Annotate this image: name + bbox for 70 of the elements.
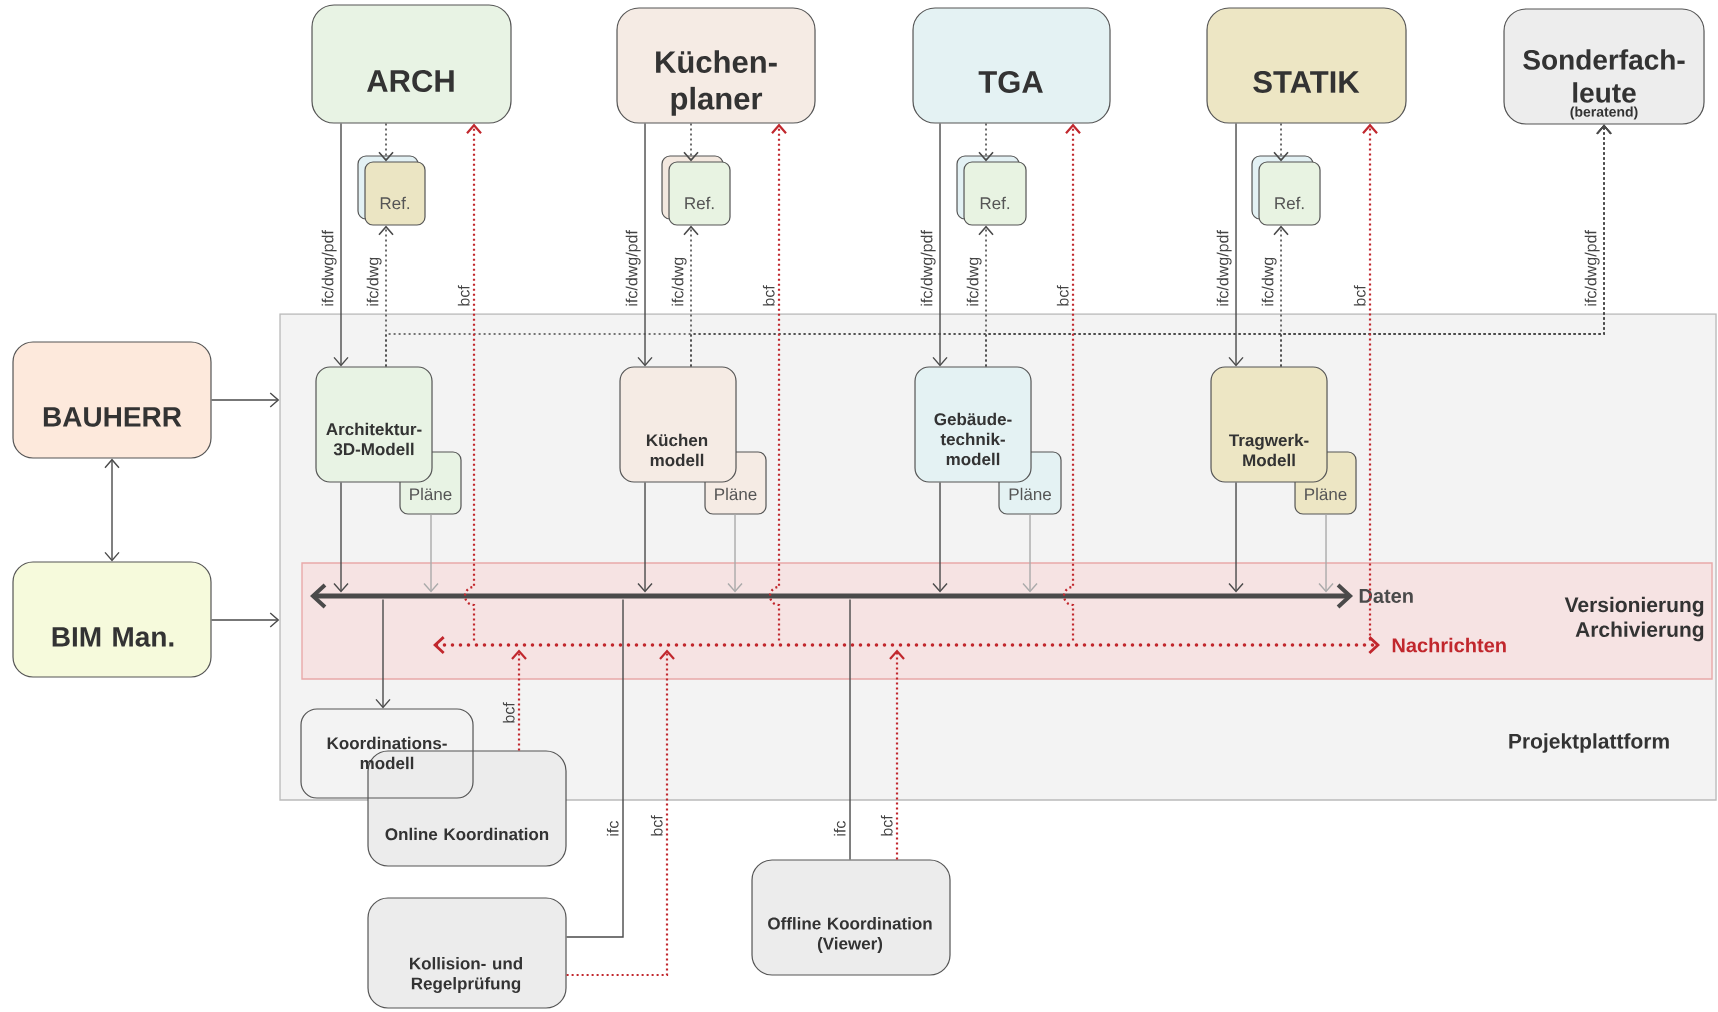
reference-stack: Ref. xyxy=(956,155,1027,226)
arrow xyxy=(1228,481,1244,593)
coordination-model-box: Koordinations-modell xyxy=(300,708,474,799)
edge-label: bcf xyxy=(502,702,515,723)
arrow xyxy=(511,649,527,751)
arrow xyxy=(978,122,994,162)
role-box: STATIK xyxy=(1206,7,1407,124)
model-box: Gebäude-technik-modell xyxy=(914,366,1032,483)
arrow xyxy=(727,513,743,593)
manager-box: BIM Man. xyxy=(12,561,212,678)
arrow xyxy=(104,458,120,562)
tool-box: Offline Koordination (Viewer) xyxy=(751,859,951,976)
arrow xyxy=(768,123,787,641)
reference-stack: Ref. xyxy=(357,155,426,226)
edge-label: ifc/dwg/pdf xyxy=(920,230,936,306)
edge-label: bcf xyxy=(457,285,470,306)
arrow xyxy=(1062,123,1081,641)
arrow xyxy=(210,612,280,628)
edge-label: ifc xyxy=(833,821,846,836)
connector xyxy=(565,598,624,938)
edge-label: ifc/dwg/pdf xyxy=(321,230,337,306)
arrow xyxy=(210,392,280,408)
bus-label: Daten xyxy=(1359,589,1413,603)
model-box: Tragwerk-Modell xyxy=(1210,366,1328,483)
arrow xyxy=(463,123,482,641)
edge-label: ifc/dwg/pdf xyxy=(1216,230,1232,306)
role-box: ARCH xyxy=(311,4,512,124)
tool-box: Kollision- und Regelprüfung xyxy=(367,897,567,1009)
edge-label: bcf xyxy=(1056,285,1069,306)
arrow xyxy=(889,649,905,860)
arrow xyxy=(1362,123,1378,641)
arrow xyxy=(423,513,439,593)
arrow xyxy=(1318,513,1334,593)
edge-label: ifc/dwg xyxy=(1261,257,1277,306)
reference-stack: Ref. xyxy=(1251,155,1321,226)
edge-label: ifc/dwg xyxy=(366,257,382,306)
arrow xyxy=(375,598,391,709)
edge-label: ifc/dwg/pdf xyxy=(1584,230,1600,306)
arrow xyxy=(637,122,653,367)
arrow xyxy=(333,122,349,367)
arrow xyxy=(637,481,653,593)
arrow xyxy=(683,122,699,162)
arrow xyxy=(1280,124,1612,368)
role-box: TGA xyxy=(912,7,1111,124)
edge-label: ifc/dwg/pdf xyxy=(625,230,641,306)
arrow xyxy=(378,122,394,162)
model-box: Küchen modell xyxy=(619,366,737,483)
edge-label: bcf xyxy=(880,815,893,836)
edge-label: bcf xyxy=(1353,285,1366,306)
edge-label: bcf xyxy=(650,815,663,836)
arrow xyxy=(333,481,349,593)
edge-label: ifc/dwg xyxy=(671,257,687,306)
role-box: Küchen-planer xyxy=(616,7,816,124)
reference-stack: Ref. xyxy=(661,155,731,226)
message-bus-arrow xyxy=(433,636,1380,654)
bus-label: Nachrichten xyxy=(1392,637,1506,653)
data-bus-arrow xyxy=(310,583,1354,609)
edge-label: bcf xyxy=(762,285,775,306)
client-box: BAUHERR xyxy=(12,341,212,459)
role-box: Sonderfach-leute (beratend) xyxy=(1503,8,1705,125)
connector xyxy=(849,598,851,861)
arrow xyxy=(932,481,948,593)
arrow xyxy=(932,122,948,367)
arrow xyxy=(1022,513,1038,593)
model-box: Architektur-3D-Modell xyxy=(315,366,433,483)
arrow xyxy=(1273,122,1289,162)
arrow xyxy=(566,649,675,977)
edge-label: ifc/dwg xyxy=(966,257,982,306)
arrow xyxy=(1228,122,1244,367)
edge-label: ifc xyxy=(606,821,619,836)
